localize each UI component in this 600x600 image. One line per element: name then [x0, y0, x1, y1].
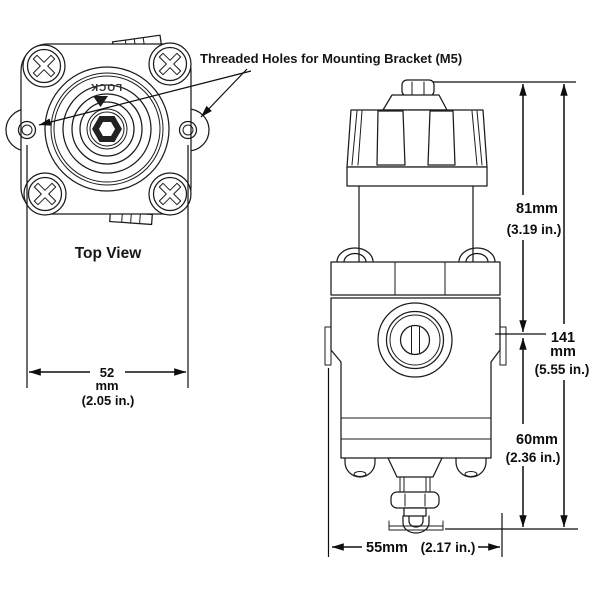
dim-141-inches: (5.55 in.) [535, 362, 590, 377]
bonnet-stem [358, 185, 474, 263]
top-view-caption: Top View [75, 245, 143, 262]
dim-81-inches: (3.19 in.) [507, 222, 562, 237]
port-circle [377, 302, 453, 378]
adjustment-knob [346, 109, 488, 187]
drain-bracket [388, 520, 444, 531]
left-body-tab [324, 326, 332, 366]
drain-ring [402, 515, 430, 534]
phillips-screw-icon [148, 172, 192, 216]
corner-screws [22, 42, 192, 216]
dim-81-value: 81mm [516, 201, 558, 217]
dimension-81mm: 81mm (3.19 in.) [507, 83, 562, 333]
drain-hex-nut [390, 491, 440, 509]
bonnet-flange [330, 247, 501, 299]
dome-screw-icon [458, 247, 496, 263]
bottom-plugs [344, 457, 487, 478]
knob-cap [382, 94, 448, 111]
dim-55-value: 55mm [366, 540, 408, 556]
right-body-tab [499, 326, 507, 366]
threaded-hole-icon [178, 120, 198, 140]
knob-circles [44, 66, 170, 192]
side-view-drawing [324, 79, 507, 534]
dimension-55mm: 55mm (2.17 in.) [327, 368, 503, 557]
dim-141-unit: mm [550, 344, 576, 360]
lock-arrow-icon [93, 96, 108, 107]
mounting-plate [20, 43, 192, 215]
dim-55-inches: (2.17 in.) [421, 540, 476, 555]
hex-nut [401, 79, 435, 97]
dim-52-unit: mm [95, 378, 118, 393]
dome-screw-icon [336, 247, 374, 263]
regulator-body [324, 297, 507, 459]
screw-slot-icon [411, 326, 420, 354]
top-view-drawing: LOCK [5, 34, 210, 226]
lock-label: LOCK [90, 81, 122, 92]
drain-valve [387, 457, 444, 534]
dimension-52mm: 52 mm (2.05 in.) [26, 145, 189, 408]
dimension-141mm: 141 mm (5.55 in.) [535, 83, 590, 528]
dim-60-inches: (2.36 in.) [506, 450, 561, 465]
dimension-60mm: 60mm (2.36 in.) [506, 337, 561, 528]
dim-52-inches: (2.05 in.) [82, 393, 135, 408]
phillips-screw-icon [23, 172, 67, 216]
lock-indicator: LOCK [90, 81, 122, 107]
phillips-screw-icon [22, 44, 66, 88]
callout-threaded-holes: Threaded Holes for Mounting Bracket (M5) [38, 51, 462, 126]
dimension-reference-lines [433, 81, 578, 530]
threaded-hole-icon [17, 120, 37, 140]
dim-141-value: 141 [551, 330, 575, 346]
callout-label: Threaded Holes for Mounting Bracket (M5) [200, 51, 462, 66]
hex-socket-icon [92, 116, 122, 142]
phillips-screw-icon [148, 42, 192, 86]
dim-52-value: 52 [100, 365, 114, 380]
dim-60-value: 60mm [516, 432, 558, 448]
